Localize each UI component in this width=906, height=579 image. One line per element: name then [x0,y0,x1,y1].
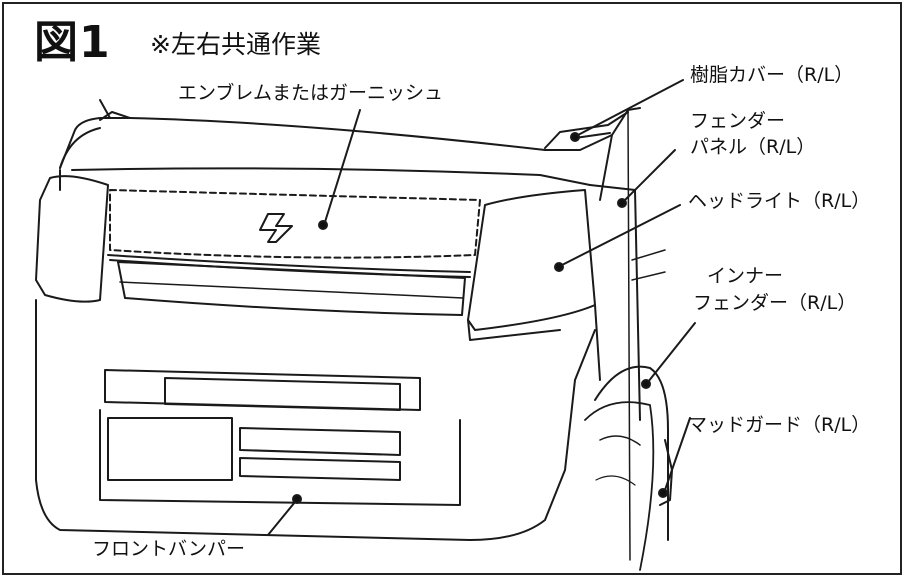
label-emblem: エンブレムまたはガーニッシュ [178,82,444,104]
label-resin-cover: 樹脂カバー（R/L） [690,64,854,86]
resin-cover [544,111,629,149]
license-plate [107,417,233,481]
left-headlight [35,175,109,303]
figure-note: ※左右共通作業 [150,30,321,59]
label-headlight: ヘッドライト（R/L） [688,190,871,212]
mud-guard [659,439,673,506]
lower-grille [117,261,466,316]
front-bumper [35,299,596,541]
right-headlight [467,189,596,331]
hood-outline [59,107,641,169]
label-inner-fender-line1: インナー [707,265,784,287]
label-front-bumper: フロントバンパー [92,538,245,560]
inner-fender [594,365,669,541]
label-fender-panel-line2: パネル（R/L） [690,136,816,158]
label-fender-panel-line1: フェンダー [690,110,786,132]
suzuki-emblem [259,213,293,243]
emblem-garnish-box [109,189,481,259]
label-inner-fender-line2: フェンダー（R/L） [693,292,857,314]
label-mud-guard: マッドガード（R/L） [688,414,871,436]
figure-number: 図1 [34,17,111,68]
leaders [267,79,696,536]
tire [584,401,655,571]
